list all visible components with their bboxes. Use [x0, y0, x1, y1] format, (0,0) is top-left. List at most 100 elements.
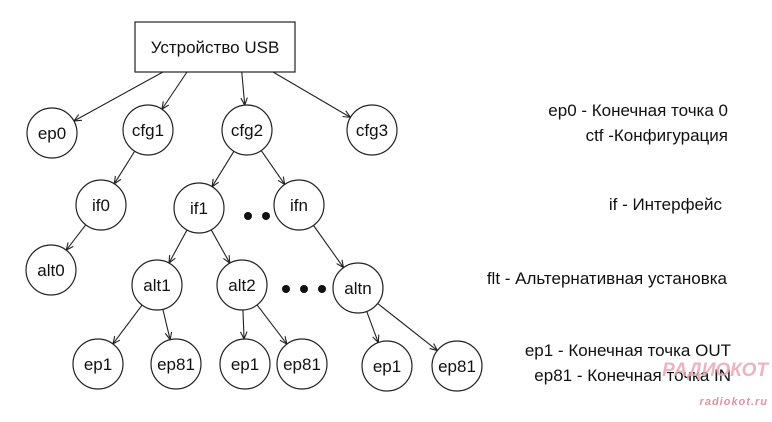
node-label: ep1 [373, 357, 401, 376]
watermark-logo: РАДИОКОТ [662, 360, 769, 381]
edge-cfg2-if1 [211, 151, 235, 188]
edge-line [272, 71, 351, 118]
node-anep81: ep81 [431, 340, 483, 392]
ellipsis-dot [300, 285, 308, 293]
edges-layer [65, 71, 439, 352]
node-circle [122, 104, 174, 156]
node-label: alt2 [228, 276, 255, 295]
edge-altn-anep1 [366, 311, 380, 344]
edge-if1-alt2 [210, 229, 231, 265]
arrowhead [277, 176, 286, 186]
edge-alt1-a1ep1 [112, 304, 143, 346]
node-circle [25, 244, 77, 296]
arrowhead [211, 178, 220, 188]
arrowhead [161, 101, 170, 111]
edge-usb-cfg2 [240, 71, 248, 107]
node-label: ep81 [157, 355, 195, 374]
root-box [134, 21, 296, 73]
node-label: ifn [290, 196, 308, 215]
edge-if1-alt1 [168, 229, 188, 265]
edge-line [161, 71, 188, 110]
edge-line [162, 309, 171, 340]
root-node: Устройство USB [134, 21, 296, 73]
edge-line [65, 224, 87, 251]
node-a1ep81: ep81 [150, 338, 202, 390]
node-circle [273, 179, 325, 231]
node-label: ep1 [84, 355, 112, 374]
node-label: ep81 [283, 355, 321, 374]
ellipsis-dot [262, 212, 270, 220]
node-label: ep81 [438, 357, 476, 376]
edge-line [241, 71, 246, 106]
node-circle [72, 338, 124, 390]
node-a2ep1: ep1 [219, 338, 271, 390]
node-circle [431, 340, 483, 392]
node-label: altn [344, 279, 371, 298]
edge-line [313, 225, 344, 268]
edge-line [377, 303, 438, 351]
arrowhead [113, 175, 122, 185]
node-label: ep1 [231, 355, 259, 374]
node-label: if0 [92, 196, 110, 215]
node-label: cfg2 [231, 121, 263, 140]
node-label: cfg3 [356, 121, 388, 140]
node-label: cfg1 [132, 121, 164, 140]
node-circle [332, 262, 384, 314]
legend-if: if - Интерфейс [609, 195, 723, 214]
node-anep1: ep1 [361, 340, 413, 392]
node-a2ep81: ep81 [276, 338, 328, 390]
arrowhead [342, 110, 352, 119]
edge-line [256, 304, 288, 345]
edge-alt2-a2ep81 [256, 304, 288, 346]
edge-alt2-a2ep1 [240, 309, 248, 341]
node-circle [131, 259, 183, 311]
nodes-layer: ep0 cfg1 cfg2 cfg3 if0 if1 ifn alt0 alt1 alt2 altn… [25, 104, 483, 392]
node-cfg3: cfg3 [346, 104, 398, 156]
node-circle [219, 338, 271, 390]
node-circle [276, 338, 328, 390]
legend-ep81: ep81 - Конечная точка IN [534, 366, 731, 385]
node-alt2: alt2 [216, 259, 268, 311]
node-circle [26, 107, 78, 159]
edge-cfg1-if0 [113, 150, 136, 185]
ellipsis-dot [318, 285, 326, 293]
legend: ep0 - Конечная точка 0 ctf -Конфигурация… [487, 101, 731, 385]
alt-ellipsis [282, 285, 326, 293]
edge-line [168, 229, 188, 264]
node-altn: altn [332, 262, 384, 314]
edge-if0-alt0 [65, 224, 87, 252]
edge-usb-cfg3 [272, 71, 352, 119]
node-if1: if1 [173, 182, 225, 234]
legend-flt: flt - Альтернативная установка [487, 269, 728, 288]
edge-alt1-a1ep81 [162, 309, 173, 342]
edge-line [73, 71, 164, 122]
legend-ep1: ep1 - Конечная точка OUT [525, 341, 731, 360]
legend-ep0: ep0 - Конечная точка 0 [548, 101, 728, 120]
edge-line [210, 229, 231, 264]
watermark: РАДИОКОТ radiokot.ru [662, 360, 769, 408]
node-circle [361, 340, 413, 392]
node-alt1: alt1 [131, 259, 183, 311]
edge-usb-cfg1 [161, 71, 188, 111]
legend-ctf: ctf -Конфигурация [586, 126, 728, 145]
edge-ifn-altn [313, 225, 345, 269]
node-circle [216, 259, 268, 311]
node-a1ep1: ep1 [72, 338, 124, 390]
node-alt0: alt0 [25, 244, 77, 296]
ellipsis-dot [282, 285, 290, 293]
node-cfg1: cfg1 [122, 104, 174, 156]
edge-line [260, 150, 286, 185]
node-ifn: ifn [273, 179, 325, 231]
edge-line [112, 304, 143, 345]
node-ep0: ep0 [26, 107, 78, 159]
node-label: ep0 [38, 124, 66, 143]
node-cfg2: cfg2 [221, 104, 273, 156]
node-label: alt0 [37, 261, 64, 280]
node-label: if1 [190, 199, 208, 218]
node-circle [173, 182, 225, 234]
node-label: alt1 [143, 276, 170, 295]
node-circle [150, 338, 202, 390]
edge-line [242, 309, 245, 340]
